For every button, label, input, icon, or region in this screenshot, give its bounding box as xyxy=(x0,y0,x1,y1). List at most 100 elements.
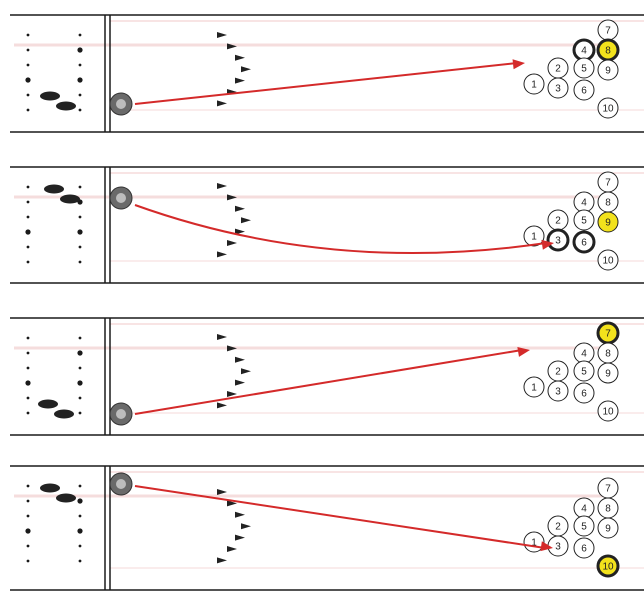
pin-label: 7 xyxy=(605,178,611,189)
pin xyxy=(547,380,569,402)
approach-dot xyxy=(26,215,30,219)
approach-dot xyxy=(77,47,83,53)
footprint-shape xyxy=(60,194,80,204)
ball-highlight xyxy=(116,193,126,203)
lane-arrow-icon xyxy=(235,77,245,84)
pin-label: 6 xyxy=(581,238,587,249)
pin xyxy=(597,59,619,81)
approach-dot xyxy=(77,229,83,235)
footprint-shape xyxy=(40,91,60,101)
pin-label: 8 xyxy=(605,46,611,57)
pin-label: 5 xyxy=(581,367,587,378)
ball-highlight xyxy=(116,479,126,489)
pin xyxy=(573,79,595,101)
pin-label: 7 xyxy=(605,26,611,37)
ball-path-arrowhead xyxy=(512,59,525,70)
pin xyxy=(573,57,595,79)
pin-label: 2 xyxy=(555,216,561,227)
approach-dot xyxy=(26,48,30,52)
pin-label: 5 xyxy=(581,64,587,75)
ball-highlight xyxy=(116,99,126,109)
lane-arrow-icon xyxy=(235,379,245,386)
footprint-shape xyxy=(56,493,76,503)
pin xyxy=(597,211,619,233)
approach-dot xyxy=(25,380,31,386)
lane-arrow-icon xyxy=(217,32,227,38)
approach-dot xyxy=(77,77,83,83)
approach-dot xyxy=(78,366,82,370)
pin-label: 3 xyxy=(555,236,561,247)
approach-dot xyxy=(78,514,82,518)
approach-dot xyxy=(78,245,82,249)
pin xyxy=(597,362,619,384)
pin-label: 3 xyxy=(555,84,561,95)
approach-dot xyxy=(78,336,82,340)
pin-label: 2 xyxy=(555,64,561,75)
lane-arrow-icon xyxy=(227,500,237,507)
approach-dot xyxy=(26,559,30,563)
ball-path-arrowhead xyxy=(541,239,554,250)
approach-dot xyxy=(26,108,30,112)
approach-dot xyxy=(26,514,30,518)
approach-dot xyxy=(26,411,30,415)
pin xyxy=(573,360,595,382)
lane-arrow-icon xyxy=(235,54,245,61)
approach-dot xyxy=(78,260,82,264)
pin-label: 1 xyxy=(531,538,537,549)
pin xyxy=(597,400,619,422)
pin xyxy=(596,554,620,578)
lane-arrow-icon xyxy=(217,557,227,564)
lane-arrow-icon xyxy=(217,100,227,107)
approach-dot xyxy=(26,484,30,488)
pin-label: 1 xyxy=(531,232,537,243)
pin-label: 8 xyxy=(605,349,611,360)
pin-label: 7 xyxy=(605,329,611,340)
pin-label: 6 xyxy=(581,389,587,400)
approach-dot xyxy=(78,559,82,563)
lane-arrow-icon xyxy=(241,523,251,530)
footprint-shape xyxy=(40,483,60,493)
approach-dot xyxy=(78,108,82,112)
approach-dot xyxy=(26,93,30,97)
pin-label: 10 xyxy=(602,562,614,573)
approach-dot xyxy=(77,350,83,356)
approach-dot xyxy=(78,411,82,415)
lane-arrow-icon xyxy=(217,334,227,340)
pin xyxy=(573,382,595,404)
pin xyxy=(573,537,595,559)
lane-arrow-icon xyxy=(235,228,245,235)
lane-arrow-icon xyxy=(227,391,237,397)
pin xyxy=(597,97,619,119)
lane-arrow-icon xyxy=(217,183,227,189)
pin-label: 10 xyxy=(602,256,614,267)
pin-label: 4 xyxy=(581,198,587,209)
footprints-icon xyxy=(44,184,80,204)
footprints-icon xyxy=(38,399,74,419)
lane-arrow-icon xyxy=(217,402,227,409)
approach-dot xyxy=(26,366,30,370)
approach-dot xyxy=(26,396,30,400)
pin-label: 9 xyxy=(605,524,611,535)
approach-dot xyxy=(26,544,30,548)
ball-path xyxy=(134,62,518,105)
lane-arrow-icon xyxy=(227,240,237,246)
pin-label: 7 xyxy=(605,484,611,495)
approach-dot xyxy=(26,245,30,249)
ball-path xyxy=(134,204,547,254)
footprints-icon xyxy=(40,483,76,503)
lane-arrow-icon xyxy=(227,194,237,201)
approach-dot xyxy=(26,336,30,340)
lane-arrow-icon xyxy=(235,205,245,212)
pin-label: 9 xyxy=(605,66,611,77)
pin-label: 6 xyxy=(581,544,587,555)
pin-label: 4 xyxy=(581,46,587,57)
approach-dot xyxy=(78,63,82,67)
approach-dot xyxy=(26,351,30,355)
approach-dot xyxy=(26,33,30,37)
pin xyxy=(546,228,570,252)
pin-label: 1 xyxy=(531,383,537,394)
